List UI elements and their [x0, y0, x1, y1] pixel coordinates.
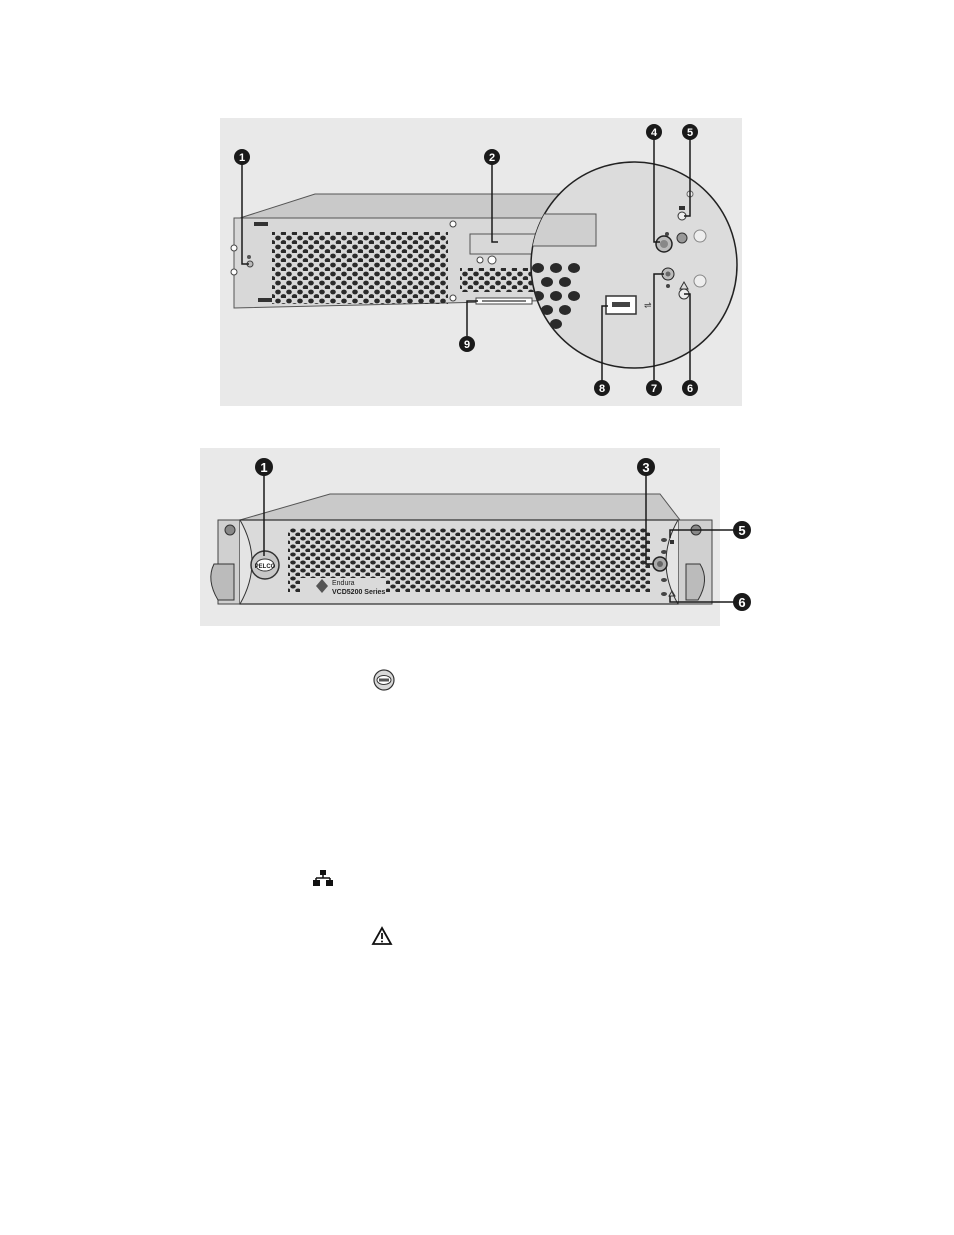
svg-text:PELCO: PELCO — [255, 564, 276, 570]
callout-1-bottom: 1 — [255, 458, 273, 476]
callout-3-bottom: 3 — [637, 458, 655, 476]
server-chassis-open — [231, 194, 570, 308]
svg-text:2: 2 — [489, 152, 495, 164]
svg-text:3: 3 — [642, 460, 649, 475]
callout-6-top: 6 — [682, 380, 698, 396]
svg-text:VCD5200 Series: VCD5200 Series — [332, 589, 385, 596]
front-panel-open-diagram: ⇌ 1 2 4 5 6 7 8 9 — [220, 118, 742, 406]
svg-text:9: 9 — [464, 339, 470, 351]
callout-4-top: 4 — [646, 124, 662, 140]
svg-text:8: 8 — [599, 383, 605, 395]
network-icon — [312, 869, 334, 887]
svg-text:⇌: ⇌ — [644, 300, 652, 310]
svg-text:6: 6 — [687, 383, 693, 395]
callout-5-bottom: 5 — [733, 521, 751, 539]
svg-text:6: 6 — [738, 595, 745, 610]
svg-text:4: 4 — [651, 127, 658, 139]
callout-6-bottom: 6 — [733, 593, 751, 611]
callout-7-top: 7 — [646, 380, 662, 396]
server-chassis-bezel: PELCO Endura VCD5200 Series — [211, 494, 712, 604]
svg-text:1: 1 — [260, 460, 267, 475]
svg-text:7: 7 — [651, 383, 657, 395]
svg-text:5: 5 — [687, 127, 693, 139]
svg-text:1: 1 — [239, 152, 245, 164]
svg-text:5: 5 — [738, 523, 745, 538]
front-panel-bezel-diagram: PELCO Endura VCD5200 Series 1 3 5 6 — [200, 448, 756, 626]
callout-1-top: 1 — [234, 149, 250, 165]
callout-9-top: 9 — [459, 336, 475, 352]
callout-8-top: 8 — [594, 380, 610, 396]
callout-2-top: 2 — [484, 149, 500, 165]
warning-triangle-icon — [371, 926, 393, 946]
callout-5-top: 5 — [682, 124, 698, 140]
svg-text:Endura: Endura — [332, 580, 355, 587]
pelco-logo-icon — [372, 669, 396, 691]
